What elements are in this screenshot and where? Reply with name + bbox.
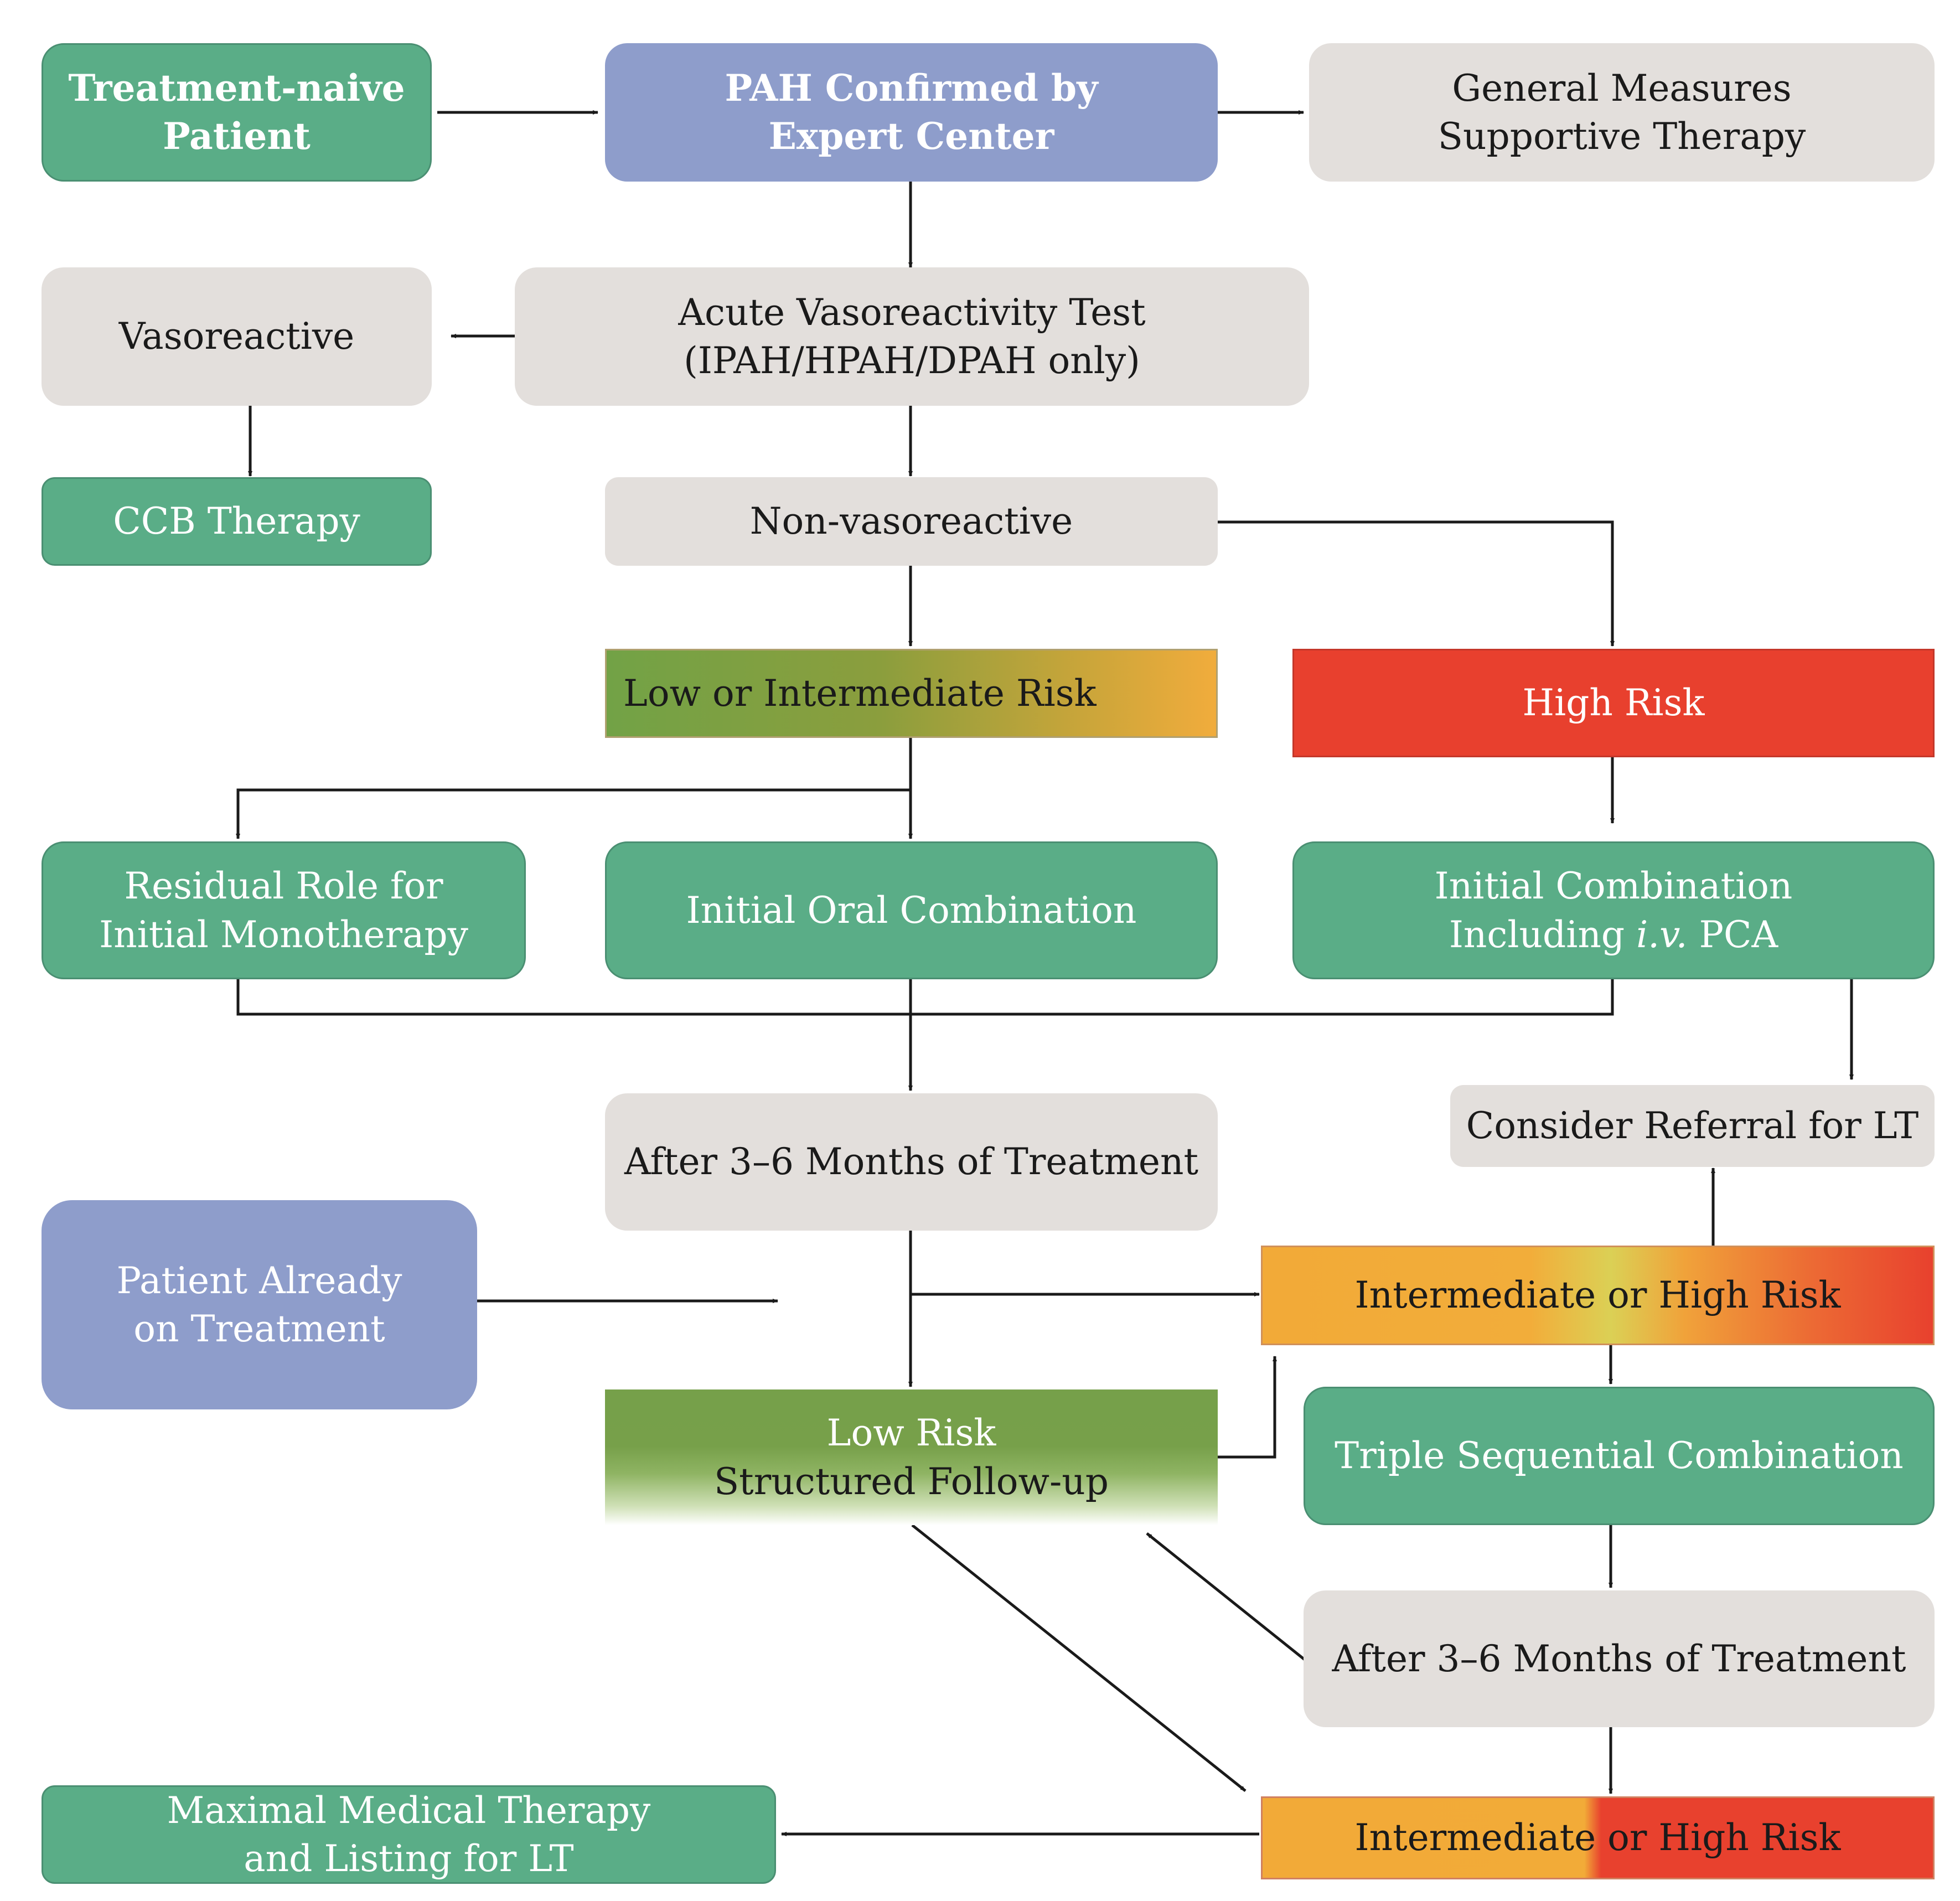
- node-label-line: Patient: [163, 115, 311, 158]
- line-residual-merge: [236, 979, 1614, 1016]
- arrow-lowint-to-residual: [236, 788, 911, 839]
- node-label-line: Treatment-naive: [68, 66, 405, 110]
- node-label-line: Low or Intermediate Risk: [623, 671, 1097, 715]
- node-label-part: PCA: [1687, 913, 1778, 956]
- initial-oral-combination-box: Initial Oral Combination: [605, 841, 1218, 979]
- arrow-after2-to-lowrisk: [1146, 1532, 1306, 1661]
- ccb-therapy-box: CCB Therapy: [42, 477, 432, 566]
- node-label-line: Intermediate or High Risk: [1354, 1274, 1841, 1317]
- node-label-line: on Treatment: [133, 1308, 385, 1350]
- node-label-line: (IPAH/HPAH/DPAH only): [684, 339, 1140, 382]
- node-label-line: Vasoreactive: [118, 315, 355, 358]
- node-label-italic: i.v.: [1636, 913, 1688, 956]
- intermediate-or-high-risk-box-2: Intermediate or High Risk: [1261, 1796, 1935, 1879]
- node-label-line: Including i.v. PCA: [1449, 911, 1778, 959]
- node-label-line: Initial Oral Combination: [686, 888, 1137, 932]
- node-label-line: Expert Center: [768, 115, 1054, 158]
- node-label-line: Supportive Therapy: [1437, 115, 1806, 158]
- node-label-line: After 3–6 Months of Treatment: [1332, 1637, 1906, 1680]
- patient-already-on-treatment-box: Patient Already on Treatment: [42, 1200, 477, 1409]
- non-vasoreactive-box: Non-vasoreactive: [605, 477, 1218, 566]
- node-label-line: Non-vasoreactive: [749, 500, 1073, 543]
- after-3-6-months-box-1: After 3–6 Months of Treatment: [605, 1093, 1218, 1231]
- node-label-line: PAH Confirmed by: [725, 66, 1098, 110]
- node-label-line: CCB Therapy: [113, 500, 360, 543]
- node-label-line: Residual Role for: [124, 865, 443, 908]
- residual-role-monotherapy-box: Residual Role for Initial Monotherapy: [42, 841, 526, 979]
- after-3-6-months-box-2: After 3–6 Months of Treatment: [1304, 1590, 1935, 1727]
- arrow-lowrisk-to-inthigh1: [1218, 1356, 1277, 1459]
- node-label-line: and Listing for LT: [244, 1837, 574, 1880]
- arrow-lowrisk-to-inthigh2: [911, 1524, 1247, 1792]
- node-label-line: Initial Combination: [1434, 865, 1793, 908]
- vasoreactive-box: Vasoreactive: [42, 267, 432, 406]
- arrow-nonvaso-to-high: [1218, 520, 1615, 647]
- node-label-line: Low Risk: [826, 1412, 996, 1455]
- node-label-line: General Measures: [1452, 66, 1792, 110]
- treatment-naive-patient-box: Treatment-naive Patient: [42, 43, 432, 182]
- node-label-part: Including: [1449, 913, 1637, 956]
- node-label-line: High Risk: [1522, 681, 1705, 725]
- node-label-line: Initial Monotherapy: [99, 913, 468, 956]
- high-risk-box: High Risk: [1292, 649, 1935, 757]
- node-label-line: Acute Vasoreactivity Test: [678, 291, 1146, 334]
- consider-referral-lt-box: Consider Referral for LT: [1450, 1085, 1935, 1167]
- initial-combination-iv-pca-box: Initial Combination Including i.v. PCA: [1292, 841, 1935, 979]
- pah-confirmed-box: PAH Confirmed by Expert Center: [605, 43, 1218, 182]
- node-label-line: Consider Referral for LT: [1466, 1104, 1919, 1148]
- node-label-line: Maximal Medical Therapy: [167, 1789, 651, 1832]
- low-risk-structured-followup-box: Low Risk Structured Follow-up: [605, 1389, 1218, 1525]
- low-or-intermediate-risk-box: Low or Intermediate Risk: [605, 649, 1218, 738]
- node-label-line: After 3–6 Months of Treatment: [624, 1140, 1199, 1184]
- intermediate-or-high-risk-box-1: Intermediate or High Risk: [1261, 1246, 1935, 1345]
- node-label-line: Structured Follow-up: [713, 1460, 1109, 1503]
- triple-sequential-combination-box: Triple Sequential Combination: [1304, 1387, 1935, 1525]
- node-label-line: Triple Sequential Combination: [1335, 1434, 1904, 1478]
- general-measures-box: General Measures Supportive Therapy: [1309, 43, 1935, 182]
- node-label-line: Patient Already: [116, 1259, 402, 1302]
- acute-vasoreactivity-test-box: Acute Vasoreactivity Test (IPAH/HPAH/DPA…: [515, 267, 1309, 406]
- maximal-medical-therapy-box: Maximal Medical Therapy and Listing for …: [42, 1785, 776, 1884]
- node-label-line: Intermediate or High Risk: [1354, 1816, 1841, 1859]
